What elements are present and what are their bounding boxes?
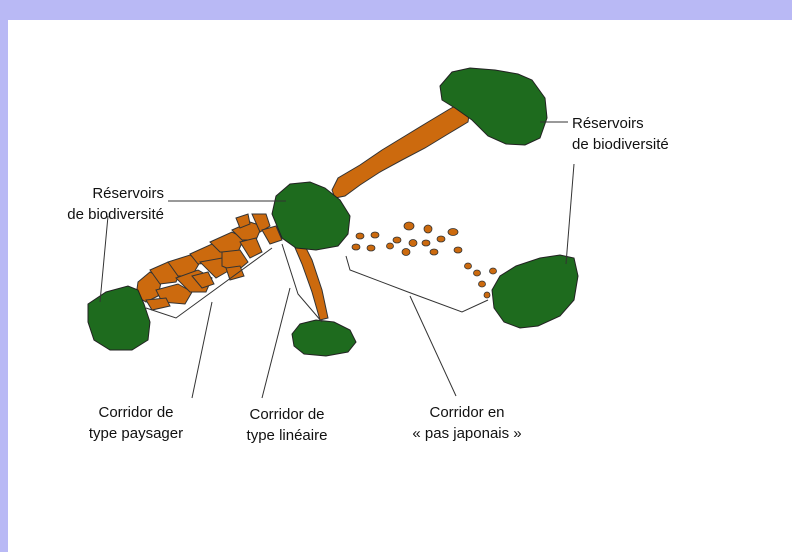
label-corridor-stepping-line1: Corridor en — [429, 404, 505, 421]
label-reservoir-left: Réservoirs de biodiversité — [40, 183, 164, 225]
label-reservoir-right-line1: Réservoirs — [572, 115, 644, 132]
label-corridor-landscape: Corridor de type paysager — [66, 402, 206, 444]
label-corridor-landscape-line1: Corridor de — [98, 404, 174, 421]
reservoir-bottom-small — [291, 319, 357, 357]
reservoir-center — [271, 181, 351, 251]
corridor-landscape — [135, 213, 283, 311]
label-corridor-landscape-line2: type paysager — [88, 425, 184, 442]
leader-lines — [99, 121, 575, 399]
window-frame-top — [0, 0, 792, 20]
label-corridor-linear-line2: type linéaire — [246, 427, 328, 444]
biodiversity-reservoirs — [87, 67, 579, 357]
label-corridor-linear: Corridor de type linéaire — [222, 404, 352, 446]
label-reservoir-left-line1: Réservoirs — [92, 185, 164, 202]
label-reservoir-left-line2: de biodiversité — [67, 206, 164, 223]
label-corridor-stepping: Corridor en « pas japonais » — [382, 402, 552, 444]
label-corridor-linear-line1: Corridor de — [249, 406, 325, 423]
label-reservoir-right: Réservoirs de biodiversité — [572, 113, 669, 155]
corridor-upper-band — [331, 101, 471, 199]
reservoir-bottom-right — [491, 254, 579, 329]
label-corridor-stepping-line2: « pas japonais » — [412, 425, 522, 442]
label-reservoir-right-line2: de biodiversité — [572, 136, 669, 153]
window-frame-left — [0, 0, 8, 552]
reservoir-top-right — [439, 67, 548, 146]
reservoir-left — [87, 285, 151, 351]
corridor-stepping-stones — [351, 221, 497, 299]
